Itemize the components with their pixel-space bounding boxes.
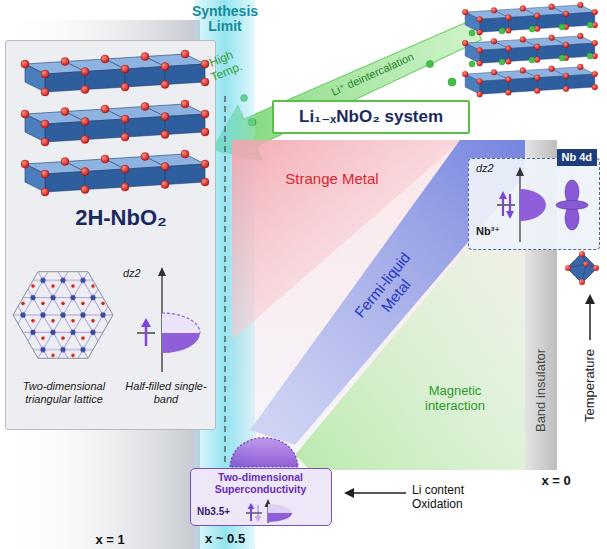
illustration-part <box>162 313 200 333</box>
illustration-part <box>559 24 565 30</box>
system-name: Li₁₋ₓNbO₂ system <box>299 107 443 127</box>
crystal-layer <box>21 150 209 196</box>
illustration-part <box>255 505 262 522</box>
illustration-part <box>520 189 546 221</box>
temperature-arrow <box>589 303 591 340</box>
axis-value: x = 1 <box>96 533 125 548</box>
axis-value: x ~ 0.5 <box>205 532 245 547</box>
illustration-part <box>158 267 166 276</box>
illustration-part <box>509 194 511 213</box>
arrow-head <box>344 488 354 498</box>
illustration-part <box>162 333 200 353</box>
box-heading: Two-dimensional Superconductivity <box>193 471 328 495</box>
illustration-part <box>556 201 588 210</box>
phase-label: Band insulator <box>534 348 549 431</box>
axis-label: Li content Oxidation <box>412 484 484 512</box>
lithium-ion <box>427 61 434 68</box>
illustration-part <box>559 55 565 61</box>
axis-value: x = 0 <box>542 474 571 489</box>
illustration-part <box>255 516 262 522</box>
crystal-layer <box>21 100 209 146</box>
illustration-part <box>587 22 593 28</box>
illustration-part <box>469 30 475 36</box>
illustration-part <box>469 61 475 67</box>
illustration-part <box>268 513 292 522</box>
phase-label: Magnetic interaction <box>410 384 500 414</box>
illustration-part <box>593 265 599 271</box>
illustration-part <box>579 279 585 285</box>
illustration-part <box>499 191 507 199</box>
illustration-part <box>565 265 571 271</box>
arrow-head <box>585 294 595 304</box>
arrow-label: Li⁺ deintercalation <box>329 50 415 98</box>
lithium-ions <box>469 22 593 67</box>
band-diagram <box>246 499 292 523</box>
illustration-part <box>565 251 599 285</box>
crystal-layer <box>21 50 209 96</box>
compound-name: 2H-NbO₂ <box>31 205 211 230</box>
octahedron <box>565 251 599 285</box>
illustration-part <box>268 504 292 522</box>
illustration-part <box>506 211 514 219</box>
illustration-part <box>499 28 505 34</box>
oxidation-arrow <box>353 492 406 494</box>
band-diagram <box>137 267 200 372</box>
illustration-part <box>248 503 255 509</box>
crystal-layer <box>462 33 597 66</box>
crystal-layer <box>462 2 597 35</box>
band-diagram <box>497 167 546 242</box>
illustration-part <box>145 325 148 346</box>
dz2-orbital <box>556 180 588 230</box>
orbital-label: dz2 <box>476 162 494 175</box>
illustration-part <box>529 57 535 63</box>
phase-label: Strange Metal <box>282 170 382 187</box>
illustration-part <box>516 167 524 176</box>
illustration-part <box>246 512 262 513</box>
orbital-tag: Nb 4d <box>557 149 597 166</box>
ion-label: Nb³⁺ <box>476 225 500 238</box>
illustration-part <box>587 53 593 59</box>
illustration-part <box>502 197 504 216</box>
system-box: Li₁₋ₓNbO₂ system <box>272 100 470 134</box>
limit-line <box>224 96 225 466</box>
superconductivity-box: Two-dimensional SuperconductivityNb3.5+ <box>190 468 332 526</box>
superconducting-dome <box>230 438 298 467</box>
structure-panel: 2H-NbO₂ dz2Two-dimensional triangular lat… <box>5 40 216 430</box>
illustration-part <box>529 26 535 32</box>
illustration-part <box>497 204 515 206</box>
illustration-part <box>162 313 200 353</box>
orbital-label: dz2 <box>123 267 141 280</box>
lithium-ion <box>448 78 456 86</box>
caption: Half-filled single-band <box>119 380 213 405</box>
ion-label: Nb3.5+ <box>197 506 230 518</box>
illustration-part <box>250 507 252 521</box>
illustration-part <box>579 251 585 257</box>
band-heading: Synthesis Limit <box>181 4 269 35</box>
caption: Two-dimensional triangular lattice <box>8 380 120 405</box>
illustration-part <box>499 59 505 65</box>
illustration-part <box>567 253 597 283</box>
illustration-part <box>583 261 588 266</box>
axis-label: Temperature <box>583 348 598 421</box>
tag-text: Nb 4d <box>562 151 593 164</box>
crystal-layer <box>462 64 597 97</box>
illustration-part <box>141 318 151 327</box>
illustration-part <box>567 253 597 283</box>
triangular-lattice <box>13 272 113 359</box>
